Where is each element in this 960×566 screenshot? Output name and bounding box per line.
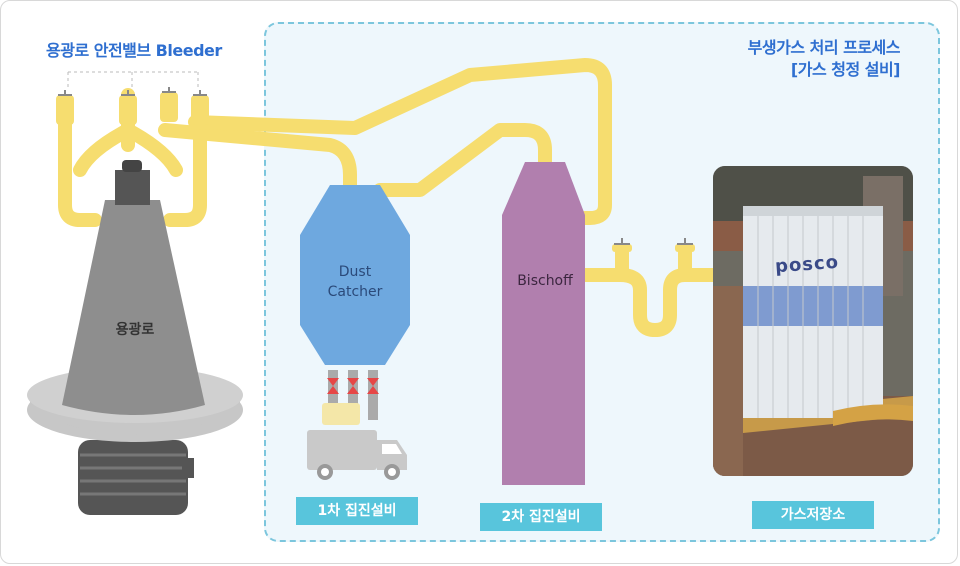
bischoff-label: Bischoff xyxy=(517,273,573,289)
bleeder-pipe-left xyxy=(58,118,102,227)
bischoff-scrubber xyxy=(502,162,585,485)
valve-handles xyxy=(58,87,693,245)
downcomer-pipe-1 xyxy=(158,123,357,192)
bleeder-pipe-right xyxy=(163,118,207,227)
badge-secondary-dust: 2차 집진설비 xyxy=(480,503,602,531)
bleeder-dashed-line xyxy=(67,71,199,88)
return-pipe xyxy=(188,58,612,225)
process-title-line1: 부생가스 처리 프로세스 xyxy=(747,38,901,57)
process-title: 부생가스 처리 프로세스 [가스 청정 설비] xyxy=(747,37,901,81)
gas-holder-photo: posco xyxy=(713,166,913,476)
storage-pipe xyxy=(578,268,722,337)
posco-logo: posco xyxy=(774,251,840,278)
badge-primary-dust: 1차 집진설비 xyxy=(296,497,418,525)
gas-holder-image xyxy=(713,166,913,476)
blast-furnace xyxy=(27,160,243,515)
dust-truck xyxy=(307,430,407,480)
furnace-label: 용광로 xyxy=(115,322,155,338)
dust-to-bischoff-pipe xyxy=(373,123,552,197)
dust-catcher-label-line1: Dust xyxy=(338,264,372,280)
bleeder-title: 용광로 안전밸브 Bleeder xyxy=(46,41,222,60)
badge-gas-storage: 가스저장소 xyxy=(752,501,874,529)
process-title-line2: [가스 청정 설비] xyxy=(790,60,901,79)
dust-catcher xyxy=(300,185,410,425)
dust-catcher-label-line2: Catcher xyxy=(327,284,383,300)
bleeder-valves xyxy=(56,92,695,252)
dust-catcher-label: Dust Catcher xyxy=(305,262,405,302)
